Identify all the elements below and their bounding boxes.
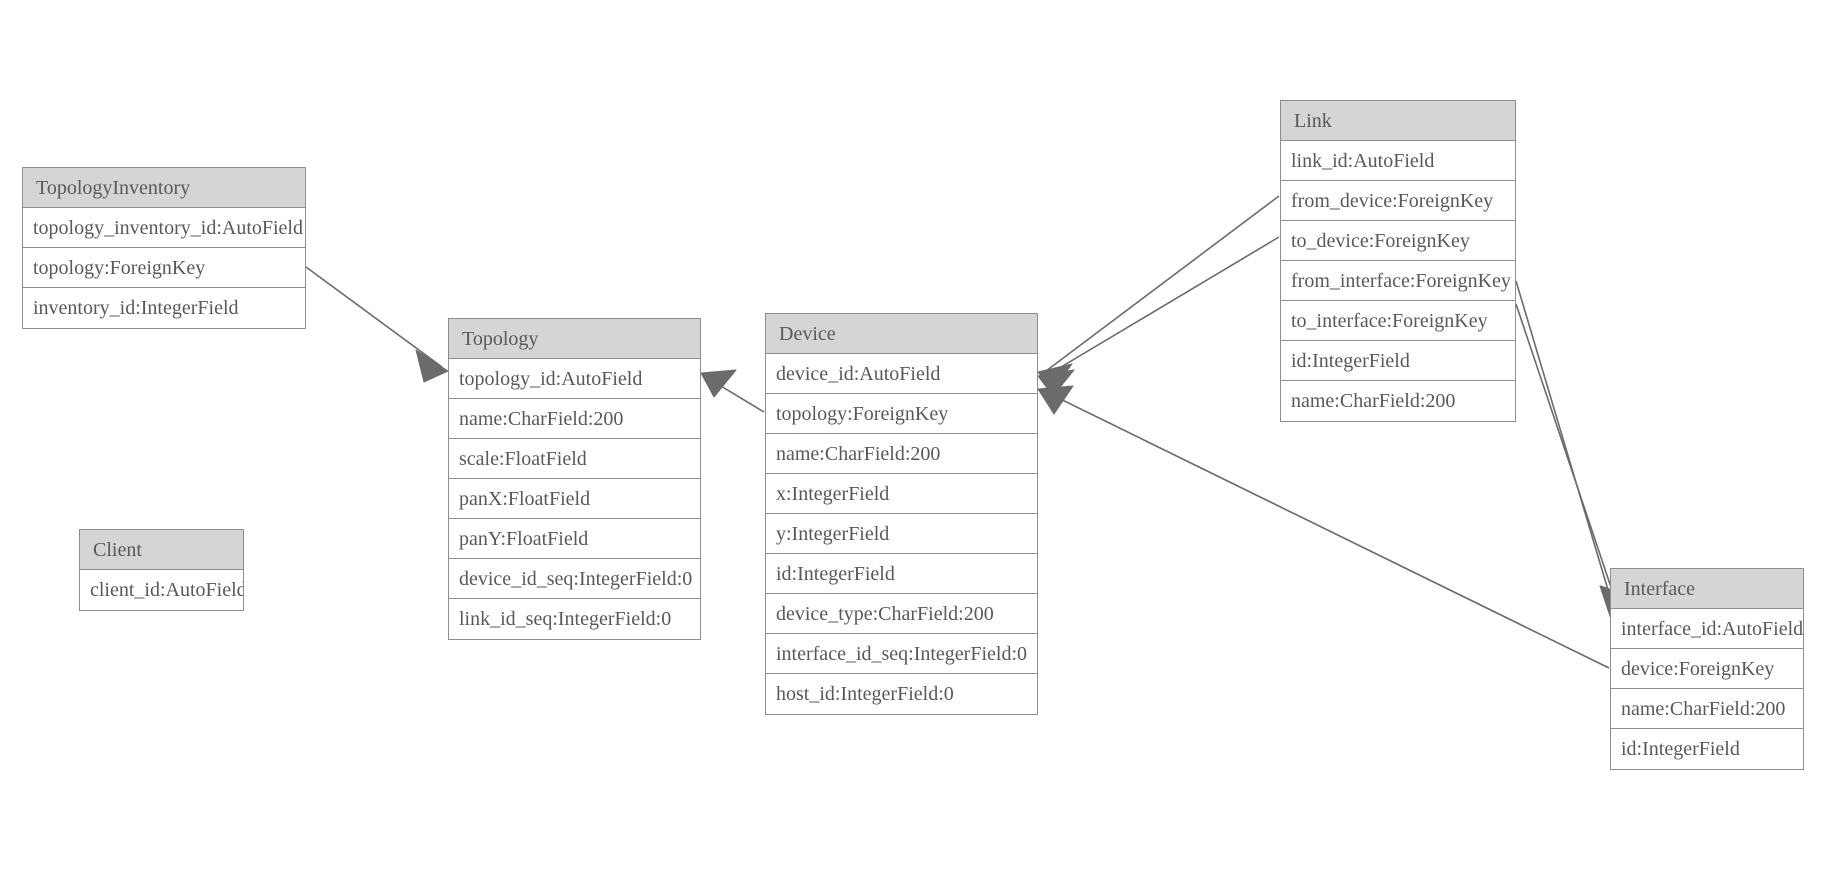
relationship-line (1045, 236, 1280, 377)
entity-field[interactable]: id:IntegerField (766, 554, 1037, 594)
entity-title-interface: Interface (1611, 569, 1803, 609)
entity-field[interactable]: id:IntegerField (1281, 341, 1515, 381)
entity-field[interactable]: topology:ForeignKey (23, 248, 305, 288)
relationship-device-topology (700, 369, 765, 413)
entity-field[interactable]: link_id:AutoField (1281, 141, 1515, 181)
entity-title-topology: Topology (449, 319, 700, 359)
entity-field[interactable]: topology:ForeignKey (766, 394, 1037, 434)
entity-field[interactable]: name:CharField:200 (1281, 381, 1515, 421)
entity-field[interactable]: name:CharField:200 (449, 399, 700, 439)
entity-field[interactable]: from_device:ForeignKey (1281, 181, 1515, 221)
relationship-topologyinventory-topology (305, 266, 449, 383)
entity-field[interactable]: link_id_seq:IntegerField:0 (449, 599, 700, 639)
relationship-interface-device (1037, 385, 1610, 669)
entity-title-device: Device (766, 314, 1037, 354)
entity-field[interactable]: name:CharField:200 (766, 434, 1037, 474)
relationship-arrowhead (1037, 369, 1075, 397)
entity-field[interactable]: topology_inventory_id:AutoField (23, 208, 305, 248)
relationship-link-from-device (1037, 195, 1280, 392)
entity-field[interactable]: y:IntegerField (766, 514, 1037, 554)
entity-field[interactable]: to_device:ForeignKey (1281, 221, 1515, 261)
relationship-line (705, 376, 765, 413)
entity-field[interactable]: device_type:CharField:200 (766, 594, 1037, 634)
entity-field[interactable]: from_interface:ForeignKey (1281, 261, 1515, 301)
entity-title-client: Client (80, 530, 243, 570)
entity-field[interactable]: device_id:AutoField (766, 354, 1037, 394)
entity-title-topology_inventory: TopologyInventory (23, 168, 305, 208)
relationship-line (1515, 303, 1620, 612)
entity-field[interactable]: host_id:IntegerField:0 (766, 674, 1037, 714)
relationship-line (1045, 391, 1610, 669)
entity-fields-client: client_id:AutoField (80, 570, 243, 610)
relationship-arrowhead (415, 349, 449, 383)
relationship-line (1515, 280, 1615, 611)
relationship-link-to-device (1037, 236, 1280, 397)
relationship-arrowhead (1037, 363, 1073, 392)
entity-field[interactable]: device:ForeignKey (1611, 649, 1803, 689)
relationship-arrowhead (1037, 385, 1074, 415)
entity-field[interactable]: interface_id:AutoField (1611, 609, 1803, 649)
entity-field[interactable]: inventory_id:IntegerField (23, 288, 305, 328)
entity-field[interactable]: x:IntegerField (766, 474, 1037, 514)
entity-title-link: Link (1281, 101, 1515, 141)
relationship-line (305, 266, 443, 368)
entity-field[interactable]: topology_id:AutoField (449, 359, 700, 399)
entity-field[interactable]: client_id:AutoField (80, 570, 243, 610)
relationship-line (1045, 195, 1280, 372)
entity-field[interactable]: interface_id_seq:IntegerField:0 (766, 634, 1037, 674)
entity-field[interactable]: panY:FloatField (449, 519, 700, 559)
entity-field[interactable]: panX:FloatField (449, 479, 700, 519)
relationship-arrowhead (700, 369, 737, 398)
entity-field[interactable]: to_interface:ForeignKey (1281, 301, 1515, 341)
entity-field[interactable]: id:IntegerField (1611, 729, 1803, 769)
entity-field[interactable]: device_id_seq:IntegerField:0 (449, 559, 700, 599)
entity-field[interactable]: name:CharField:200 (1611, 689, 1803, 729)
entity-field[interactable]: scale:FloatField (449, 439, 700, 479)
